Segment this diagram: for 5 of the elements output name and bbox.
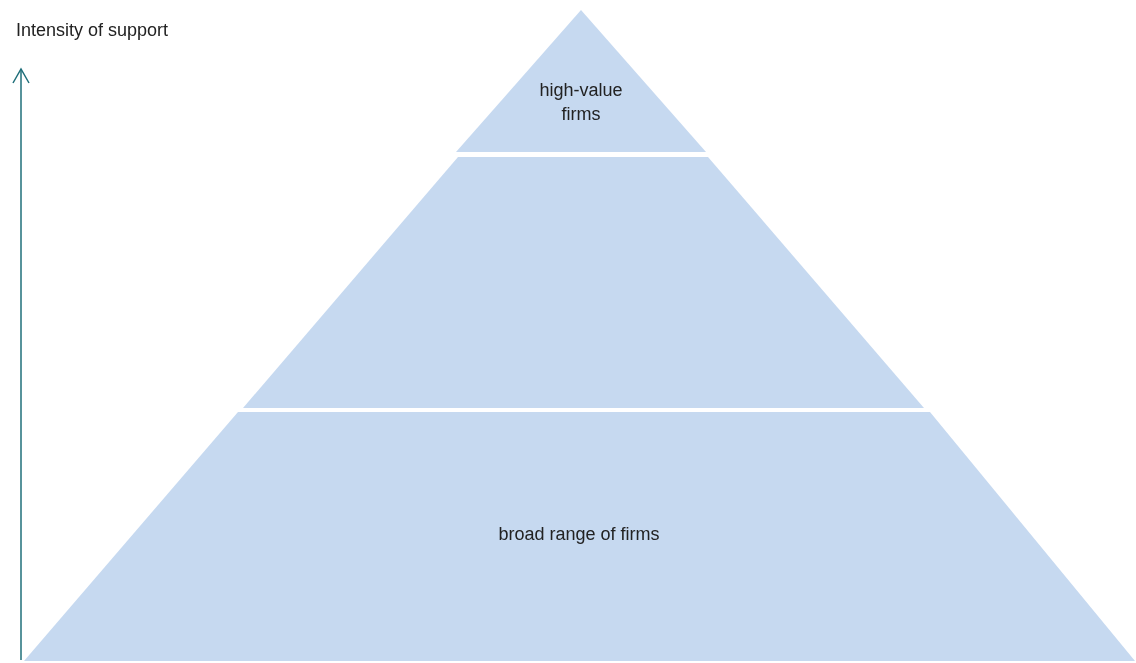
- axis-label: Intensity of support: [16, 19, 169, 42]
- pyramid-base-tier: [24, 412, 1135, 661]
- pyramid-top-tier: [456, 10, 706, 152]
- tier-label: broad range of firms: [497, 523, 661, 546]
- tier-label: high-value firms: [538, 79, 624, 126]
